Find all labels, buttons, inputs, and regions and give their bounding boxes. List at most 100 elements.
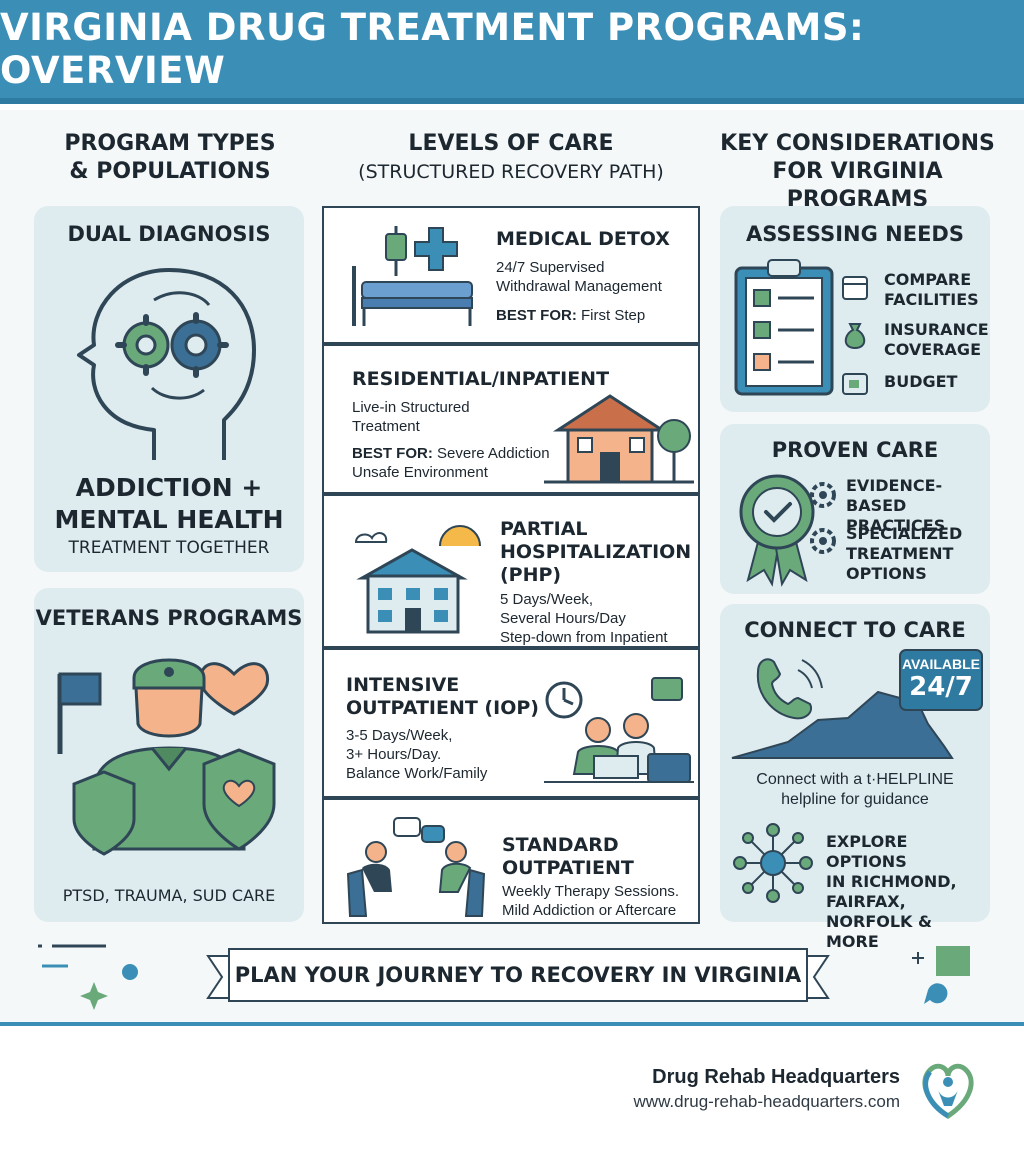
- assessing-item-line2: COVERAGE: [884, 340, 981, 359]
- badge-label: AVAILABLE: [901, 656, 981, 672]
- hospital-building-icon: [354, 525, 481, 634]
- level-title-line2: HOSPITALIZATION: [500, 541, 692, 563]
- level-text-line3: Step-down from Inpatient: [500, 629, 668, 646]
- level-text-line1: Weekly Therapy Sessions.: [502, 883, 680, 900]
- assessing-needs-panel: ASSESSING NEEDS COMPARE FACILITIES INSUR…: [720, 206, 990, 412]
- assessing-item-line1: COMPARE: [884, 270, 972, 289]
- proven-item-line1: EVIDENCE-BASED: [846, 476, 943, 515]
- middle-heading-line2: (STRUCTURED RECOVERY PATH): [358, 161, 664, 183]
- assessing-item: INSURANCE COVERAGE: [884, 320, 989, 360]
- veterans-title: VETERANS PROGRAMS: [35, 606, 303, 630]
- level-text-line2: 3+ Hours/Day.: [346, 746, 442, 763]
- level-text-line2: Withdrawal Management: [496, 278, 662, 295]
- brand-logo-icon: [922, 1063, 974, 1120]
- network-nodes-icon: [733, 823, 813, 903]
- proven-care-title: PROVEN CARE: [771, 438, 939, 462]
- proven-item-line3: OPTIONS: [846, 564, 927, 583]
- level-standard-outpatient: STANDARD OUTPATIENT Weekly Therapy Sessi…: [322, 798, 700, 924]
- level-title-line1: PARTIAL: [500, 518, 588, 540]
- level-title: PARTIAL HOSPITALIZATION (PHP): [500, 518, 691, 587]
- level-description: 5 Days/Week, Several Hours/Day Step-down…: [500, 590, 668, 647]
- left-heading-line1: PROGRAM TYPES: [64, 131, 276, 156]
- dual-diagnosis-title: DUAL DIAGNOSIS: [67, 222, 271, 246]
- explore-line3: FAIRFAX,: [826, 892, 906, 911]
- calendar-icon: [842, 276, 868, 300]
- connect-to-care-title: CONNECT TO CARE: [744, 618, 966, 642]
- availability-badge: AVAILABLE 24/7: [900, 656, 982, 702]
- right-heading-line1: KEY CONSIDERATIONS: [720, 131, 995, 156]
- level-title-line2: OUTPATIENT (IOP): [346, 697, 539, 719]
- journey-ribbon: PLAN YOUR JOURNEY TO RECOVERY IN VIRGINI…: [228, 948, 808, 1002]
- level-title: STANDARD OUTPATIENT: [502, 834, 634, 880]
- level-text-line2: Several Hours/Day: [500, 610, 626, 627]
- therapy-session-icon: [346, 817, 486, 917]
- middle-column-heading: LEVELS OF CARE (STRUCTURED RECOVERY PATH…: [322, 130, 700, 186]
- level-description: 24/7 Supervised Withdrawal Management: [496, 258, 662, 296]
- assessing-needs-title: ASSESSING NEEDS: [746, 222, 964, 246]
- level-title-line1: INTENSIVE: [346, 674, 460, 696]
- level-title-line1: STANDARD: [502, 834, 619, 856]
- page-title: VIRGINIA DRUG TREATMENT PROGRAMS: OVERVI…: [0, 6, 865, 92]
- level-title: RESIDENTIAL/INPATIENT: [352, 368, 610, 390]
- dual-diagnosis-heading: ADDICTION + MENTAL HEALTH: [34, 472, 304, 536]
- explore-line2: IN RICHMOND,: [826, 872, 957, 891]
- badge-value: 24/7: [909, 672, 973, 702]
- dual-diagnosis-panel: DUAL DIAGNOSIS ADDICTION + MENTAL HEALTH…: [34, 206, 304, 572]
- level-text-line1: Live-in Structured: [352, 399, 470, 416]
- level-title-line3: (PHP): [500, 564, 562, 586]
- assessing-item: COMPARE FACILITIES: [884, 270, 979, 310]
- best-for-label: BEST FOR:: [496, 307, 577, 324]
- left-heading-line2: & POPULATIONS: [69, 159, 271, 184]
- veterans-caption: PTSD, TRAUMA, SUD CARE: [62, 886, 276, 905]
- assessing-item-line1: INSURANCE: [884, 320, 989, 339]
- dual-diagnosis-line2: MENTAL HEALTH: [54, 505, 284, 534]
- gear-icon: [810, 528, 836, 554]
- decorative-shapes-left: [38, 944, 138, 1010]
- level-description: Live-in Structured Treatment: [352, 398, 470, 436]
- award-badge-icon: [739, 474, 815, 587]
- footer-divider: [0, 1022, 1024, 1026]
- explore-line4: NORFOLK & MORE: [826, 912, 932, 951]
- assessing-item-line2: FACILITIES: [884, 290, 979, 309]
- dual-diagnosis-subtitle: TREATMENT TOGETHER: [68, 538, 270, 558]
- level-medical-detox: MEDICAL DETOX 24/7 Supervised Withdrawal…: [322, 206, 700, 344]
- head-gears-icon: [77, 268, 256, 460]
- helpline-line1: Connect with a t·HELPLINE: [756, 771, 954, 788]
- level-text-line2: Treatment: [352, 418, 420, 435]
- level-title: MEDICAL DETOX: [496, 228, 670, 250]
- proven-care-panel: PROVEN CARE EVIDENCE-BASED PRACTICES SPE…: [720, 424, 990, 594]
- veteran-soldier-icon: [57, 658, 276, 856]
- hospital-bed-icon: [352, 226, 473, 326]
- level-best-for: BEST FOR: First Step: [496, 306, 645, 325]
- level-text-line1: 24/7 Supervised: [496, 259, 605, 276]
- level-description: Weekly Therapy Sessions. Mild Addiction …: [502, 882, 679, 920]
- level-description: 3-5 Days/Week, 3+ Hours/Day. Balance Wor…: [346, 726, 487, 783]
- connect-to-care-panel: CONNECT TO CARE AVAILABLE 24/7 Connect w…: [720, 604, 990, 951]
- header-banner: VIRGINIA DRUG TREATMENT PROGRAMS: OVERVI…: [0, 0, 1024, 104]
- brand-url[interactable]: www.drug-rehab-headquarters.com: [633, 1092, 900, 1111]
- level-residential-inpatient: RESIDENTIAL/INPATIENT Live-in Structured…: [322, 344, 700, 494]
- house-icon: [544, 394, 694, 484]
- proven-item-line1: SPECIALIZED: [846, 524, 963, 543]
- assessing-item: BUDGET: [884, 372, 957, 392]
- clipboard-checklist-icon: [734, 259, 834, 396]
- virginia-map-phone-icon: [731, 649, 983, 759]
- explore-line1: EXPLORE OPTIONS: [826, 832, 908, 871]
- proven-item: SPECIALIZED TREATMENT OPTIONS: [846, 524, 962, 584]
- level-text-line3: Unsafe Environment: [352, 464, 488, 481]
- right-column-heading: KEY CONSIDERATIONS FOR VIRGINIA PROGRAMS: [705, 130, 1010, 214]
- veterans-panel: VETERANS PROGRAMS PTSD, TRAUMA, SUD CARE: [34, 588, 304, 922]
- level-intensive-outpatient: INTENSIVE OUTPATIENT (IOP) 3-5 Days/Week…: [322, 648, 700, 798]
- level-title: INTENSIVE OUTPATIENT (IOP): [346, 674, 539, 720]
- level-partial-hospitalization: PARTIAL HOSPITALIZATION (PHP) 5 Days/Wee…: [322, 494, 700, 648]
- left-column-heading: PROGRAM TYPES & POPULATIONS: [20, 130, 320, 186]
- proven-item-line2: PRACTICES: [846, 516, 946, 535]
- level-text-line1: 3-5 Days/Week,: [346, 727, 453, 744]
- dual-diagnosis-line1: ADDICTION +: [75, 473, 263, 502]
- explore-options: EXPLORE OPTIONS IN RICHMOND, FAIRFAX, NO…: [826, 832, 990, 952]
- level-text-line3: Balance Work/Family: [346, 765, 488, 782]
- level-title-line2: OUTPATIENT: [502, 857, 634, 879]
- money-bag-icon: [844, 323, 866, 350]
- best-for-value: First Step: [581, 307, 646, 324]
- helpline-text: Connect with a t·HELPLINE helpline for g…: [720, 770, 990, 810]
